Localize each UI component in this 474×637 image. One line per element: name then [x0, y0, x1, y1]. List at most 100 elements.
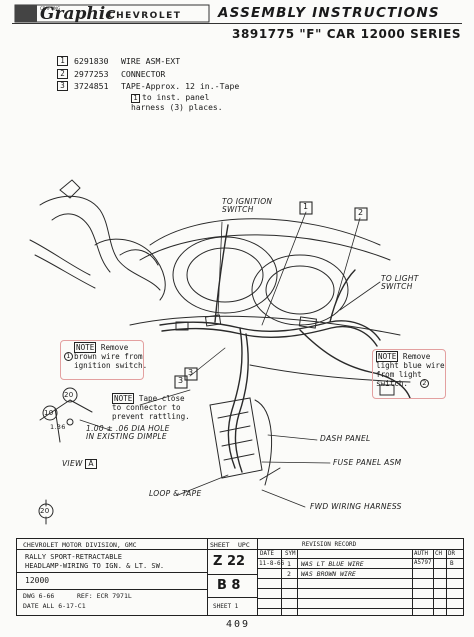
- ref-number-1: 1: [303, 202, 309, 211]
- part-index: 2: [57, 68, 68, 79]
- dimension-markers: [38, 387, 78, 525]
- harness-connectors: [175, 314, 395, 396]
- wiring-harness: [159, 224, 411, 473]
- col-ch: CH: [435, 551, 442, 557]
- revision-record-header: REVISION RECORD: [302, 541, 357, 548]
- divider: [297, 550, 298, 615]
- reference-boxes: [174, 201, 368, 389]
- steering-column: [29, 179, 166, 301]
- model-number: 12000: [25, 576, 50, 585]
- col-auth: AUTH: [414, 551, 428, 557]
- view-label: VIEW A: [62, 459, 97, 469]
- dwg-date: 6-66: [38, 592, 55, 600]
- divider: [257, 598, 463, 599]
- divider: [412, 550, 413, 615]
- tape-note-box: 1: [131, 93, 140, 103]
- dim-10: 10: [44, 409, 54, 417]
- dim-20-lower: 20: [40, 507, 50, 515]
- note-left-frame: [60, 340, 144, 380]
- sheet-label: SHEET: [210, 541, 230, 549]
- note-left-label: NOTE: [74, 342, 97, 353]
- rev1-auth: A5797: [414, 560, 432, 566]
- divider: [17, 572, 207, 573]
- callout-fwd-harness: FWD WIRING HARNESS: [310, 502, 402, 511]
- title-block: CHEVROLET MOTOR DIVISION, GMC UPC SHEET …: [16, 538, 464, 616]
- divider: [446, 550, 447, 615]
- part-row: 1 6291830 WIRE ASM-EXT: [57, 55, 239, 68]
- divider: [257, 558, 463, 559]
- rev2-sym: 2: [287, 570, 291, 578]
- part-number: 3724851: [74, 81, 109, 92]
- divider: [433, 550, 434, 615]
- rev2-text: WAS BROWN WIRE: [301, 570, 356, 578]
- title-block-header: [17, 539, 463, 550]
- part-description: CONNECTOR: [121, 68, 166, 79]
- parts-list: 1 6291830 WIRE ASM-EXT 2 2977253 CONNECT…: [57, 55, 239, 113]
- col-date: DATE: [260, 551, 274, 557]
- sheet-number: SHEET 1: [213, 603, 239, 610]
- rev1-sym: 1: [287, 560, 291, 568]
- view-text: VIEW: [62, 459, 83, 468]
- page-number: 409: [226, 619, 251, 630]
- note-left: NOTE Remove brown wire from ignition swi…: [74, 342, 148, 370]
- callout-light-switch: TO LIGHT SWITCH: [381, 274, 419, 291]
- tape-note-line1: to inst. panel: [142, 92, 210, 102]
- callout-ignition-switch: TO IGNITION SWITCH: [222, 197, 273, 214]
- dwg-row: DWG 6-66: [23, 592, 54, 600]
- view-letter-box: A: [85, 459, 97, 469]
- sheet-code: B 8: [217, 578, 241, 593]
- divider: [257, 608, 463, 609]
- divider: [257, 568, 463, 569]
- rev1-text: WAS LT BLUE WIRE: [301, 560, 364, 568]
- ref-value: ECR 7971L: [96, 592, 132, 600]
- part-index: 3: [57, 81, 68, 92]
- note-right: NOTE Remove light blue wire from light s…: [376, 351, 445, 388]
- note-right-marker: 2: [420, 379, 429, 388]
- header-title: ASSEMBLY INSTRUCTIONS: [218, 5, 440, 21]
- note-left-marker: 1: [64, 352, 73, 361]
- part-description: WIRE ASM-EXT: [121, 56, 181, 66]
- svg-text:CRAFTING: CRAFTING: [40, 6, 60, 11]
- rev1-initials: B: [450, 560, 454, 567]
- note-left-text: Remove brown wire from ignition switch.: [74, 343, 148, 370]
- divider: [207, 597, 257, 598]
- header-subtitle: 3891775 "F" CAR 12000 SERIES: [232, 27, 462, 41]
- part-row: 2 2977253 CONNECTOR: [57, 68, 239, 81]
- description-line1: RALLY SPORT-RETRACTABLE: [25, 553, 122, 561]
- chevrolet-graphic-logo: Graphic CHEVROLET CRAFTING: [14, 4, 210, 24]
- dash-panel-outline: [249, 364, 411, 481]
- part-number: 2977253: [74, 68, 109, 79]
- divider: [257, 578, 463, 579]
- callout-loop-tape: LOOP & TAPE: [149, 489, 202, 498]
- ref-label: REF: [77, 592, 89, 600]
- note-tape: NOTE Tape close to connector to prevent …: [112, 393, 190, 421]
- ref-number-3b: 3: [178, 376, 184, 385]
- ref-number-2: 2: [358, 208, 364, 217]
- dwg-label: DWG: [23, 592, 35, 600]
- rev1-date: 11-8-66: [259, 560, 285, 567]
- fuse-panel: [209, 397, 273, 486]
- col-dr: DR: [448, 551, 455, 557]
- header-rule: [12, 23, 462, 24]
- ref-row: REF: ECR 7971L: [77, 592, 132, 600]
- description-line2: HEADLAMP-WIRING TO IGN. & LT. SW.: [25, 562, 165, 570]
- divider: [257, 588, 463, 589]
- callout-fuse-panel: FUSE PANEL ASM: [333, 458, 402, 467]
- divider: [207, 539, 208, 615]
- col-sym: SYM: [285, 551, 296, 557]
- divider: [281, 550, 282, 615]
- part-number: 6291830: [74, 56, 109, 66]
- part-row: 3 3724851 TAPE-Approx. 12 in.-Tape: [57, 80, 239, 93]
- date-label: DATE: [23, 602, 39, 610]
- ref-number-3: 3: [188, 368, 194, 377]
- note-right-text: Remove light blue wire from light switch…: [376, 352, 445, 388]
- wiring-diagram: [29, 179, 411, 525]
- dim-136: 1.36: [50, 423, 66, 431]
- part-index: 1: [57, 56, 68, 66]
- svg-text:CHEVROLET: CHEVROLET: [108, 11, 181, 21]
- divider: [207, 574, 257, 575]
- upc-label: UPC: [238, 541, 250, 549]
- note-tape-label: NOTE: [112, 393, 135, 404]
